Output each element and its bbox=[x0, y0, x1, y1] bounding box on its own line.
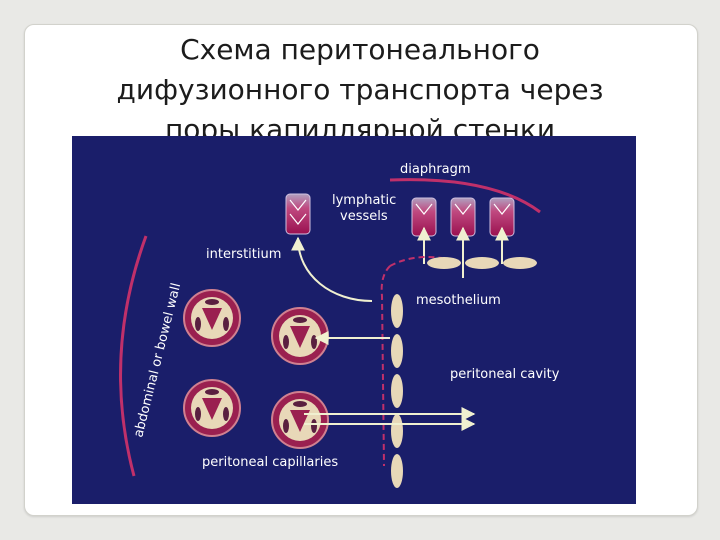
capillary-3 bbox=[183, 379, 241, 437]
lymphatic-label-line1: lymphatic bbox=[332, 193, 396, 208]
mesothelium-label: mesothelium bbox=[416, 293, 501, 308]
slide-title: Схема перитонеального дифузионного транс… bbox=[0, 30, 720, 150]
arrow-to-lymphatic bbox=[291, 236, 373, 302]
capillary-4 bbox=[271, 391, 329, 449]
lymphatic-vessel-3 bbox=[489, 197, 515, 237]
abdominal-wall-label: abdominal or bowel wall bbox=[131, 282, 184, 439]
mesothelium-column bbox=[380, 265, 403, 488]
diaphragm-label: diaphragm bbox=[400, 162, 471, 177]
capillary-2 bbox=[271, 307, 329, 365]
peritoneal-transport-diagram: diaphragm abdominal or bowel wall lympha… bbox=[72, 136, 636, 504]
lymphatic-vessel-2 bbox=[450, 197, 476, 237]
title-line-2: дифузионного транспорта через bbox=[116, 73, 604, 106]
peritoneal-cavity-label: peritoneal cavity bbox=[450, 367, 560, 382]
diaphragm-mesothelium-cells bbox=[389, 256, 537, 269]
interstitium-label: interstitium bbox=[206, 247, 281, 262]
diaphragm-membrane bbox=[389, 178, 541, 214]
abdominal-wall bbox=[119, 235, 148, 477]
lymphatic-label-line2: vessels bbox=[340, 209, 388, 224]
title-line-1: Схема перитонеального bbox=[180, 33, 540, 66]
lymphatic-vessel-left bbox=[285, 193, 311, 235]
peritoneal-capillaries-label: peritoneal capillaries bbox=[202, 455, 338, 470]
capillary-1 bbox=[183, 289, 241, 347]
